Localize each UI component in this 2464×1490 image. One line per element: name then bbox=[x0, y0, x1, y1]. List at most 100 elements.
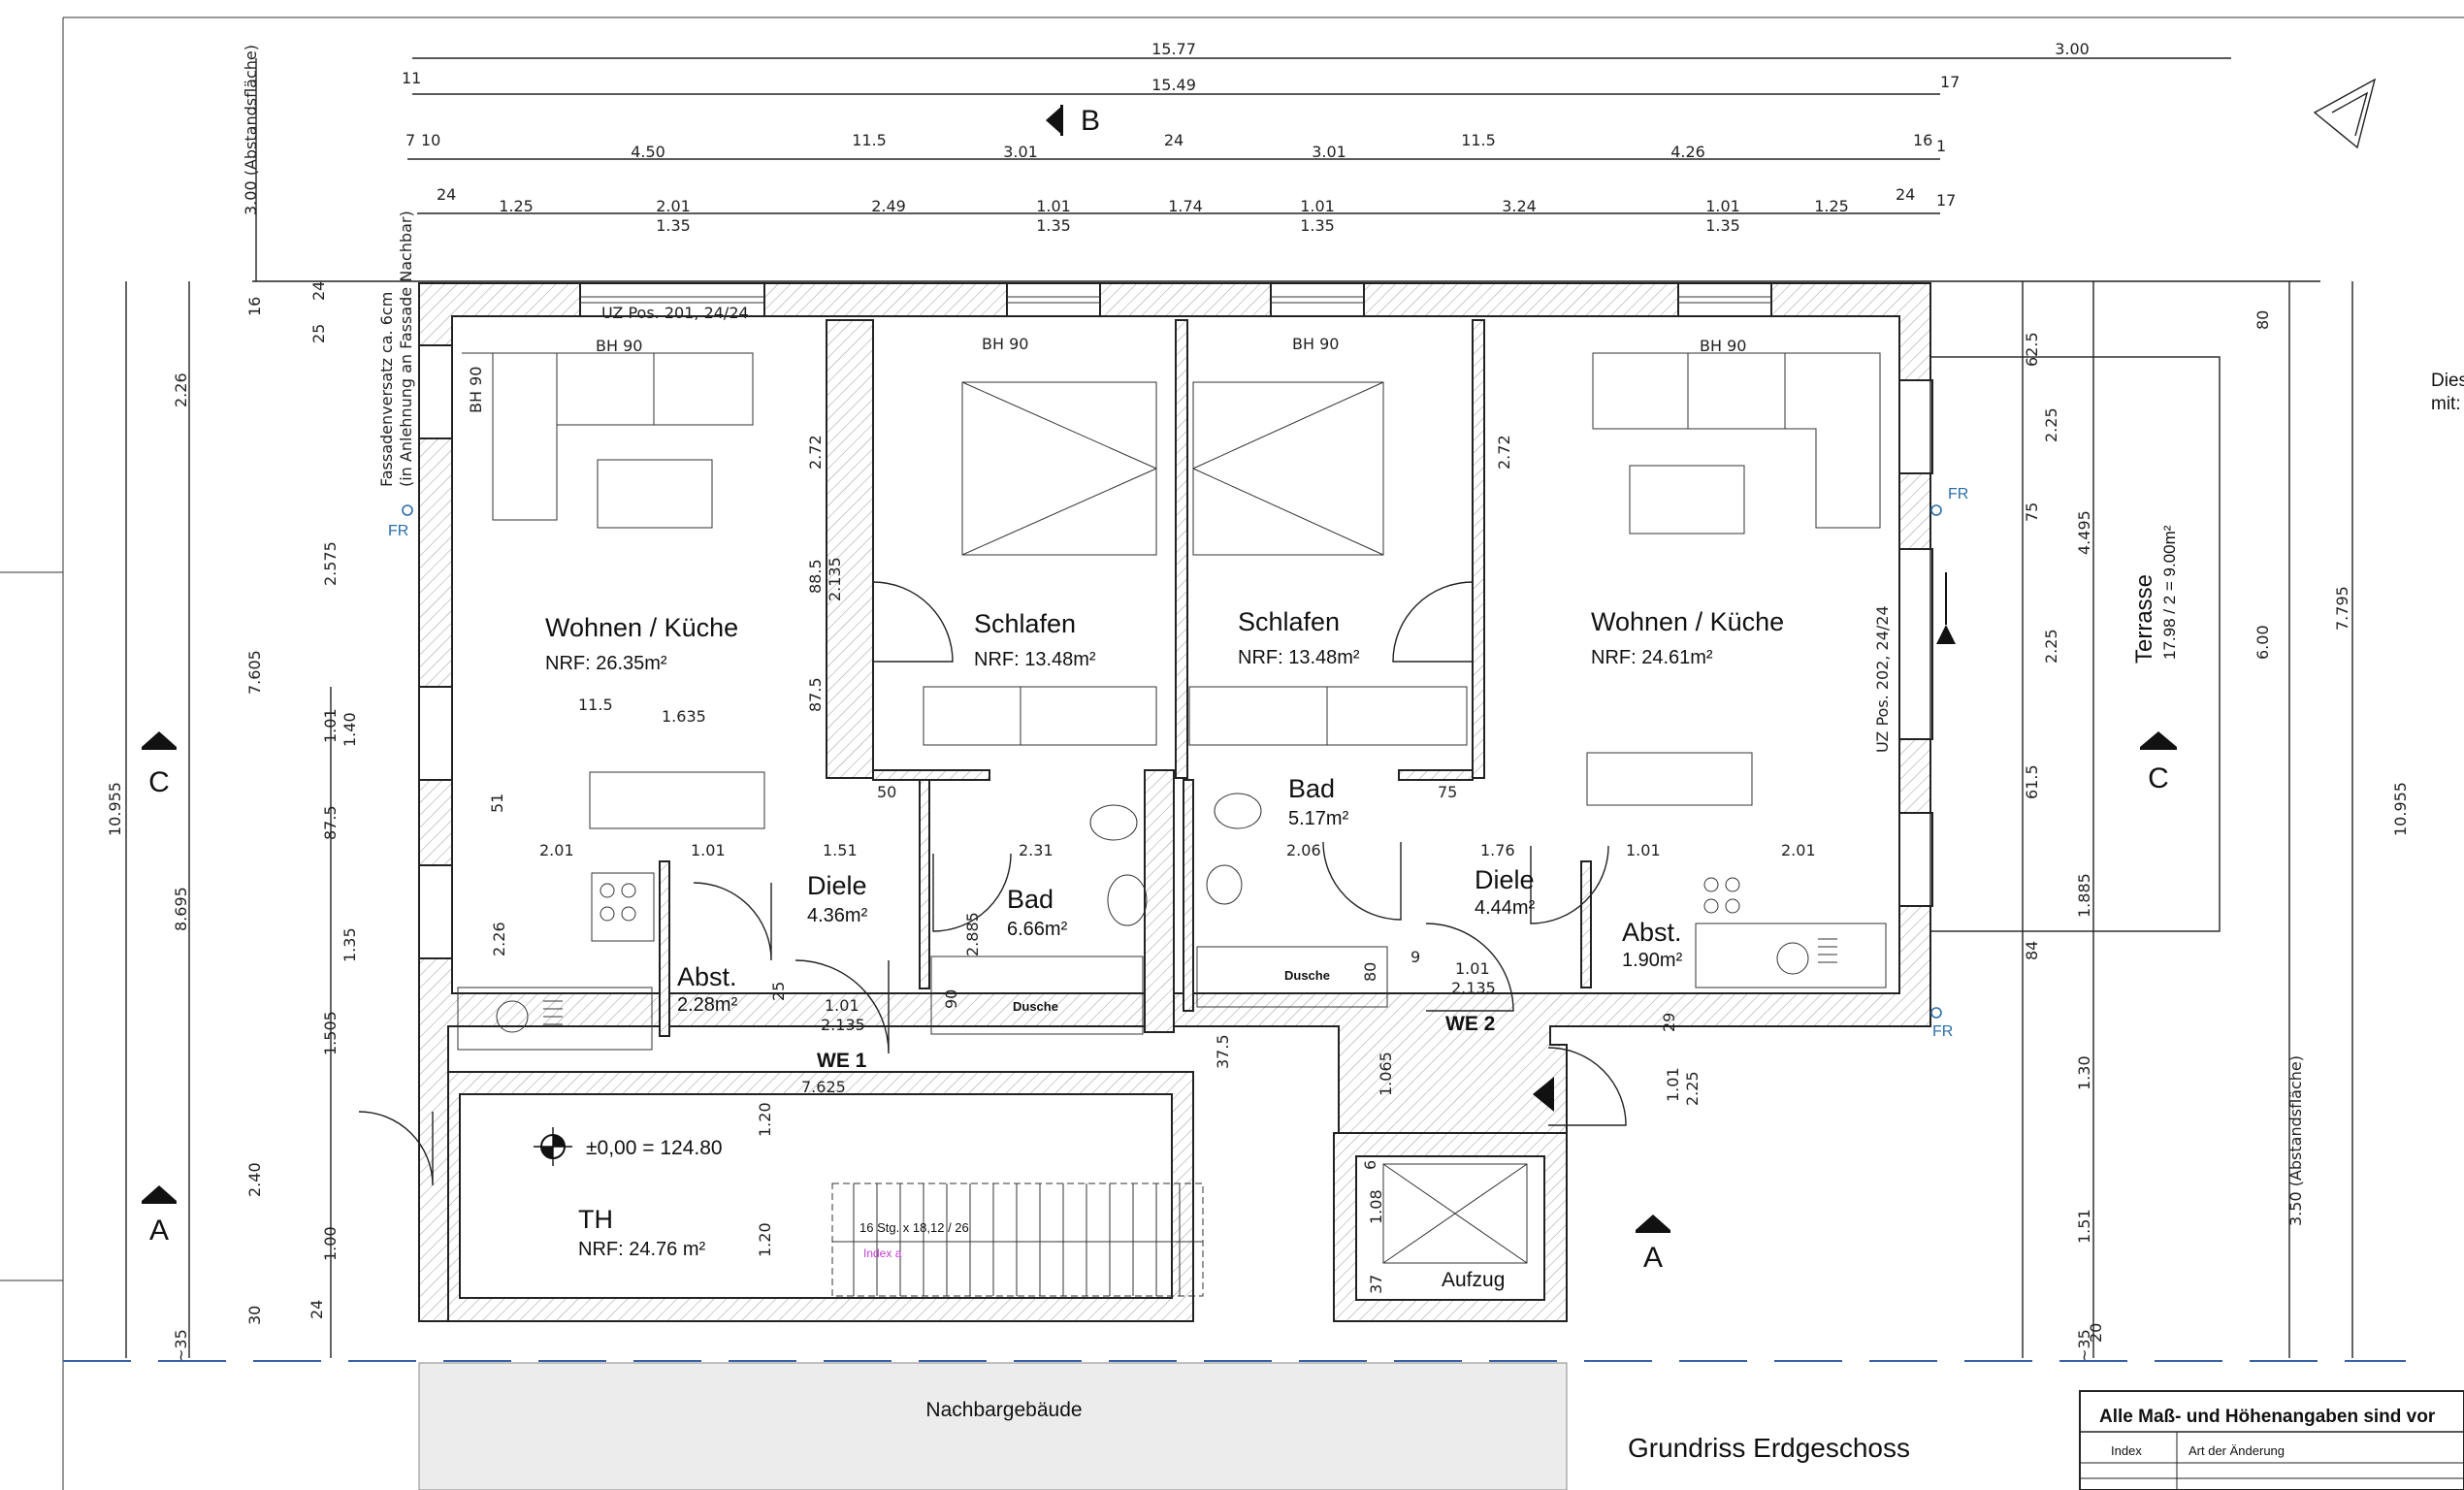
dimension-text: 3.24 bbox=[1502, 197, 1537, 215]
dimension-text: 2.01 bbox=[539, 841, 574, 859]
dimension-text: 50 bbox=[877, 783, 896, 801]
dimension-text: 7.625 bbox=[801, 1078, 846, 1096]
wall-segment bbox=[1472, 319, 1485, 779]
dimension-text: 1.01 bbox=[1664, 1067, 1682, 1102]
room-area: 6.66m² bbox=[1007, 919, 1068, 940]
dimension-text: 25 bbox=[769, 982, 788, 1001]
section-marker-icon bbox=[142, 105, 2177, 1233]
elevation-mark: ±0,00 = 124.80 bbox=[586, 1137, 723, 1159]
unit-label: WE 1 bbox=[817, 1050, 867, 1072]
dimension-text: 1.885 bbox=[2075, 873, 2093, 918]
side-note: mit: bbox=[2431, 394, 2461, 414]
fr-label: FR bbox=[388, 523, 408, 539]
fr-label: FR bbox=[1948, 486, 1968, 502]
dimension-text: 1.30 bbox=[2075, 1055, 2093, 1090]
unit-label: WE 2 bbox=[1445, 1013, 1495, 1035]
dimension-text: 1.51 bbox=[2075, 1209, 2093, 1244]
revision-table-header: Alle Maß- und Höhenangaben sind vor bbox=[2099, 1407, 2436, 1427]
staircase bbox=[831, 1182, 1204, 1297]
dimension-text: 3.01 bbox=[1003, 143, 1038, 161]
dimension-text: 87.5 bbox=[321, 805, 340, 840]
sill-height-label: BH 90 bbox=[982, 335, 1028, 353]
fr-marker-icon bbox=[1930, 1007, 1942, 1019]
dimension-text: 24 bbox=[1164, 131, 1183, 149]
shower-label: Dusche bbox=[1284, 968, 1330, 983]
dimension-text: 1.505 bbox=[321, 1011, 340, 1055]
dimension-text: 2.01 bbox=[656, 197, 691, 215]
room-name: Bad bbox=[1007, 885, 1054, 914]
window bbox=[418, 864, 453, 959]
dimension-text: 1.635 bbox=[662, 707, 706, 726]
dimension-text: 1.20 bbox=[756, 1102, 774, 1137]
dimension-text: 87.5 bbox=[806, 677, 825, 712]
window bbox=[418, 686, 453, 781]
sill-height-label: BH 90 bbox=[1700, 337, 1746, 355]
dimension-text: 24 bbox=[1896, 185, 1915, 204]
dimension-text: 2.26 bbox=[490, 922, 508, 956]
bed bbox=[961, 381, 1157, 556]
facade-note: Fassadenversatz ca. 6cm bbox=[377, 292, 396, 487]
bath-fixture bbox=[930, 793, 1388, 1035]
dimension-text: 9 bbox=[1410, 948, 1420, 966]
sink-symbol bbox=[496, 938, 1837, 1033]
room-area: 4.36m² bbox=[807, 905, 868, 926]
terrace-label: Terrasse bbox=[2131, 574, 2157, 664]
dimension-text: 16 bbox=[245, 297, 264, 316]
revision-table-col-change: Art der Änderung bbox=[2188, 1443, 2285, 1458]
room-area: NRF: 26.35m² bbox=[545, 653, 667, 674]
dimension-text: 1.065 bbox=[1377, 1052, 1395, 1096]
window bbox=[1898, 548, 1933, 740]
dimension-text: 2.26 bbox=[172, 372, 190, 407]
dimension-text: 2.135 bbox=[826, 557, 844, 601]
room-name: Bad bbox=[1288, 774, 1335, 803]
dimension-text: 1.01 bbox=[1455, 959, 1490, 978]
wall-segment bbox=[1580, 860, 1592, 988]
dimension-text: 2.72 bbox=[1495, 435, 1513, 470]
sofa bbox=[462, 352, 754, 521]
window bbox=[418, 344, 453, 439]
dimension-text: 1.35 bbox=[1705, 216, 1740, 235]
dimension-text: 11.5 bbox=[1461, 131, 1496, 149]
dimension-text: 1.40 bbox=[340, 712, 359, 747]
dimension-text: 4.50 bbox=[631, 143, 665, 161]
dimension-text: 24 bbox=[437, 185, 456, 204]
dimension-text: 10 bbox=[421, 131, 440, 149]
lintel-note: UZ Pos. 201, 24/24 bbox=[601, 304, 749, 322]
dimension-text: 1.35 bbox=[340, 927, 359, 962]
wall-segment bbox=[659, 860, 670, 1037]
room-name: Wohnen / Küche bbox=[545, 613, 738, 642]
dimension-text: 2.885 bbox=[963, 912, 982, 956]
fr-label: FR bbox=[1932, 1023, 1953, 1040]
dimension-text: 62.5 bbox=[2023, 332, 2041, 367]
wall-segment bbox=[919, 779, 930, 989]
dimension-text: 15.49 bbox=[1151, 76, 1196, 94]
dimension-text: 29 bbox=[1660, 1013, 1678, 1032]
terrace-outline bbox=[1929, 356, 2221, 932]
wall-segment bbox=[826, 319, 874, 779]
dimension-text: 24 bbox=[308, 1300, 326, 1319]
room-name: Schlafen bbox=[974, 609, 1076, 638]
dimension-text: 1.35 bbox=[656, 216, 691, 235]
dimension-text: 2.49 bbox=[871, 197, 906, 215]
dimension-text: 1.51 bbox=[823, 841, 858, 859]
dimension-text: 16 bbox=[1913, 131, 1932, 149]
dimension-text: 1.01 bbox=[1626, 841, 1661, 859]
table bbox=[1629, 465, 1745, 534]
revision-index-mark: Index a bbox=[863, 1247, 902, 1260]
section-label: A bbox=[1643, 1242, 1663, 1274]
hob-symbol bbox=[600, 877, 1740, 922]
dimension-text: 51 bbox=[488, 794, 506, 813]
dimension-text: 2.575 bbox=[321, 541, 340, 586]
lift-label: Aufzug bbox=[1442, 1269, 1505, 1291]
dimension-text: 11.5 bbox=[852, 131, 887, 149]
dimension-text: 1.35 bbox=[1036, 216, 1071, 235]
dimension-text: 4.26 bbox=[1670, 143, 1705, 161]
revision-table bbox=[2079, 1390, 2464, 1490]
room-name: TH bbox=[578, 1205, 613, 1234]
lower-wing-wall bbox=[447, 1071, 1194, 1322]
room-area: 5.17m² bbox=[1288, 808, 1349, 829]
dimension-text: 1 bbox=[1936, 137, 1946, 155]
wall-segment bbox=[872, 769, 990, 781]
room-area: NRF: 13.48m² bbox=[1238, 647, 1360, 668]
wall-segment bbox=[1183, 779, 1194, 1012]
